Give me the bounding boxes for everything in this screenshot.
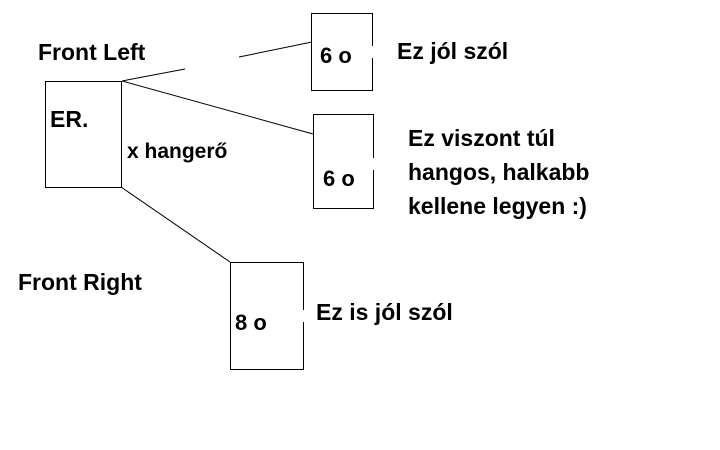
source-label: ER.	[50, 106, 88, 132]
comment-middle-line-2: hangos, halkabb	[408, 159, 589, 185]
front-left-label: Front Left	[38, 39, 146, 65]
volume-label: x hangerő	[127, 140, 227, 163]
comment-middle-line-1: Ez viszont túl	[408, 125, 555, 151]
comment-front-right: Ez is jól szól	[316, 299, 453, 325]
speaker-box-front-right	[230, 262, 304, 370]
comment-middle-line-3: kellene legyen :)	[408, 193, 587, 219]
connector-front-left-right	[238, 41, 313, 58]
speaker-label-front-left: 6 o	[320, 43, 352, 68]
connector-middle-speaker	[121, 80, 314, 135]
speaker-label-middle: 6 o	[323, 166, 355, 191]
speaker-label-front-right: 8 o	[235, 310, 267, 335]
connector-front-right	[120, 186, 231, 263]
speaker-box-front-left	[311, 13, 373, 91]
speaker-box-middle	[313, 114, 374, 209]
front-right-label: Front Right	[18, 269, 142, 295]
source-box	[45, 81, 122, 188]
connector-front-left-left	[121, 68, 186, 82]
comment-front-left: Ez jól szól	[397, 38, 508, 64]
